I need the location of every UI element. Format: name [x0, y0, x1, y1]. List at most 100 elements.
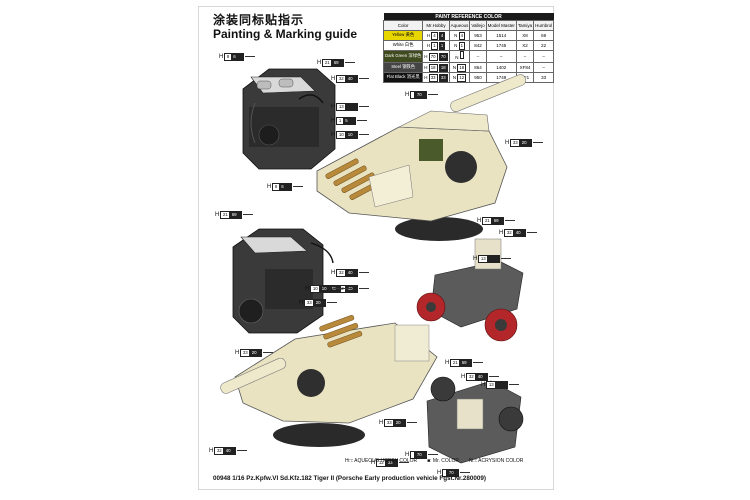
instruction-sheet: 涂装同标贴指示 Painting & Marking guide PAINT R… — [198, 6, 555, 490]
callout-prefix: H — [477, 217, 482, 224]
title-chinese: 涂装同标贴指示 — [213, 13, 305, 27]
callout-mr-color-code: 69 — [460, 358, 473, 367]
callout-hobby-code: 21 — [322, 58, 333, 67]
paint-callout: H 70 — [405, 450, 439, 459]
callout-prefix: H — [461, 373, 466, 380]
h-code: 4 — [431, 32, 438, 40]
callout-mr-color-code — [488, 254, 501, 263]
callout-mr-color-code: 20 — [520, 138, 533, 147]
callout-hobby-code: 21 — [482, 216, 493, 225]
legend-mr-color: ■: Mr. COLOR — [427, 458, 460, 464]
callout-hobby-code: 33 — [384, 418, 395, 427]
n-code: 12 — [457, 74, 467, 82]
callout-mr-color-code: 40 — [476, 372, 489, 381]
paint-cell-vallejo: 950 — [469, 72, 487, 83]
callout-leader-line — [489, 376, 500, 377]
callout-leader-line — [527, 232, 538, 233]
callout-leader-line — [359, 134, 370, 135]
callout-prefix: H — [331, 269, 336, 276]
callout-leader-line — [501, 258, 512, 259]
callout-prefix: H — [299, 299, 304, 306]
n-code — [459, 51, 464, 59]
callout-prefix: H — [215, 211, 220, 218]
color-legend: H□: AQUEOUS HOBBY COLOR ■: Mr. COLOR N□:… — [345, 458, 523, 464]
m-code: 18 — [438, 64, 448, 72]
callout-hobby-code: 8 — [272, 182, 280, 191]
n-code: 1 — [458, 42, 465, 50]
kit-footer-title: 00948 1/16 Pz.Kpfw.VI Sd.Kfz.182 Tiger I… — [213, 475, 486, 482]
callout-mr-color-code — [346, 102, 359, 111]
callout-prefix: H — [331, 131, 336, 138]
callout-prefix: H — [235, 349, 240, 356]
callout-hobby-code: 33 — [240, 348, 251, 357]
callout-leader-line — [460, 472, 471, 473]
callout-mr-color-code: 70 — [415, 450, 428, 459]
callout-hobby-code: 10 — [336, 130, 347, 139]
callout-leader-line — [237, 450, 248, 451]
suspension-illustration-middle — [416, 238, 524, 342]
callout-mr-color-code: 10 — [320, 284, 333, 293]
callout-prefix: H — [405, 451, 410, 458]
n-code: 18 — [457, 64, 467, 72]
suspension-illustration-bottom — [426, 376, 524, 464]
callout-leader-line — [292, 186, 303, 187]
callout-hobby-code: 32 — [504, 228, 515, 237]
callout-leader-line — [359, 78, 370, 79]
callout-mr-color-code: 6 — [279, 182, 292, 191]
callout-prefix: H — [445, 359, 450, 366]
legend-aqueous: H□: AQUEOUS HOBBY COLOR — [345, 458, 418, 464]
callout-leader-line — [263, 352, 274, 353]
callout-mr-color-code: 10 — [346, 130, 359, 139]
callout-hobby-code: 13 — [336, 102, 347, 111]
h-code: 33 — [428, 74, 438, 82]
callout-leader-line — [407, 422, 418, 423]
callout-hobby-code — [410, 90, 416, 99]
callout-prefix: H — [305, 285, 310, 292]
callout-leader-line — [327, 302, 338, 303]
callout-prefix: H — [317, 59, 322, 66]
callout-prefix: H — [499, 229, 504, 236]
m-code: 70 — [438, 53, 448, 61]
callout-hobby-code — [410, 450, 416, 459]
callout-prefix: H — [371, 459, 376, 466]
callout-hobby-code: 8 — [224, 52, 232, 61]
m-code: 1 — [438, 42, 446, 50]
paint-cell-mrhobby: H 33 33 — [422, 72, 450, 83]
callout-leader-line — [342, 288, 353, 289]
callout-hobby-code — [442, 468, 448, 477]
callout-hobby-code: 33 — [304, 298, 315, 307]
callout-mr-color-code: 33 — [386, 458, 399, 467]
callout-hobby-code: 33 — [510, 138, 521, 147]
turret-illustration-top — [316, 74, 527, 241]
callout-hobby-code: 32 — [214, 446, 225, 455]
callout-leader-line — [356, 120, 367, 121]
m-code: 4 — [438, 32, 446, 40]
m-code: 33 — [438, 74, 448, 82]
callout-mr-color-code: 40 — [346, 268, 359, 277]
callout-prefix: H — [331, 75, 336, 82]
callout-hobby-code: 21 — [450, 358, 461, 367]
legend-acrysion: N□: ACRYSION COLOR — [469, 458, 524, 464]
callout-prefix: H — [331, 103, 336, 110]
turret-illustration-bottom — [220, 315, 438, 447]
callout-mr-color-code: 20 — [394, 418, 407, 427]
callout-leader-line — [473, 362, 484, 363]
